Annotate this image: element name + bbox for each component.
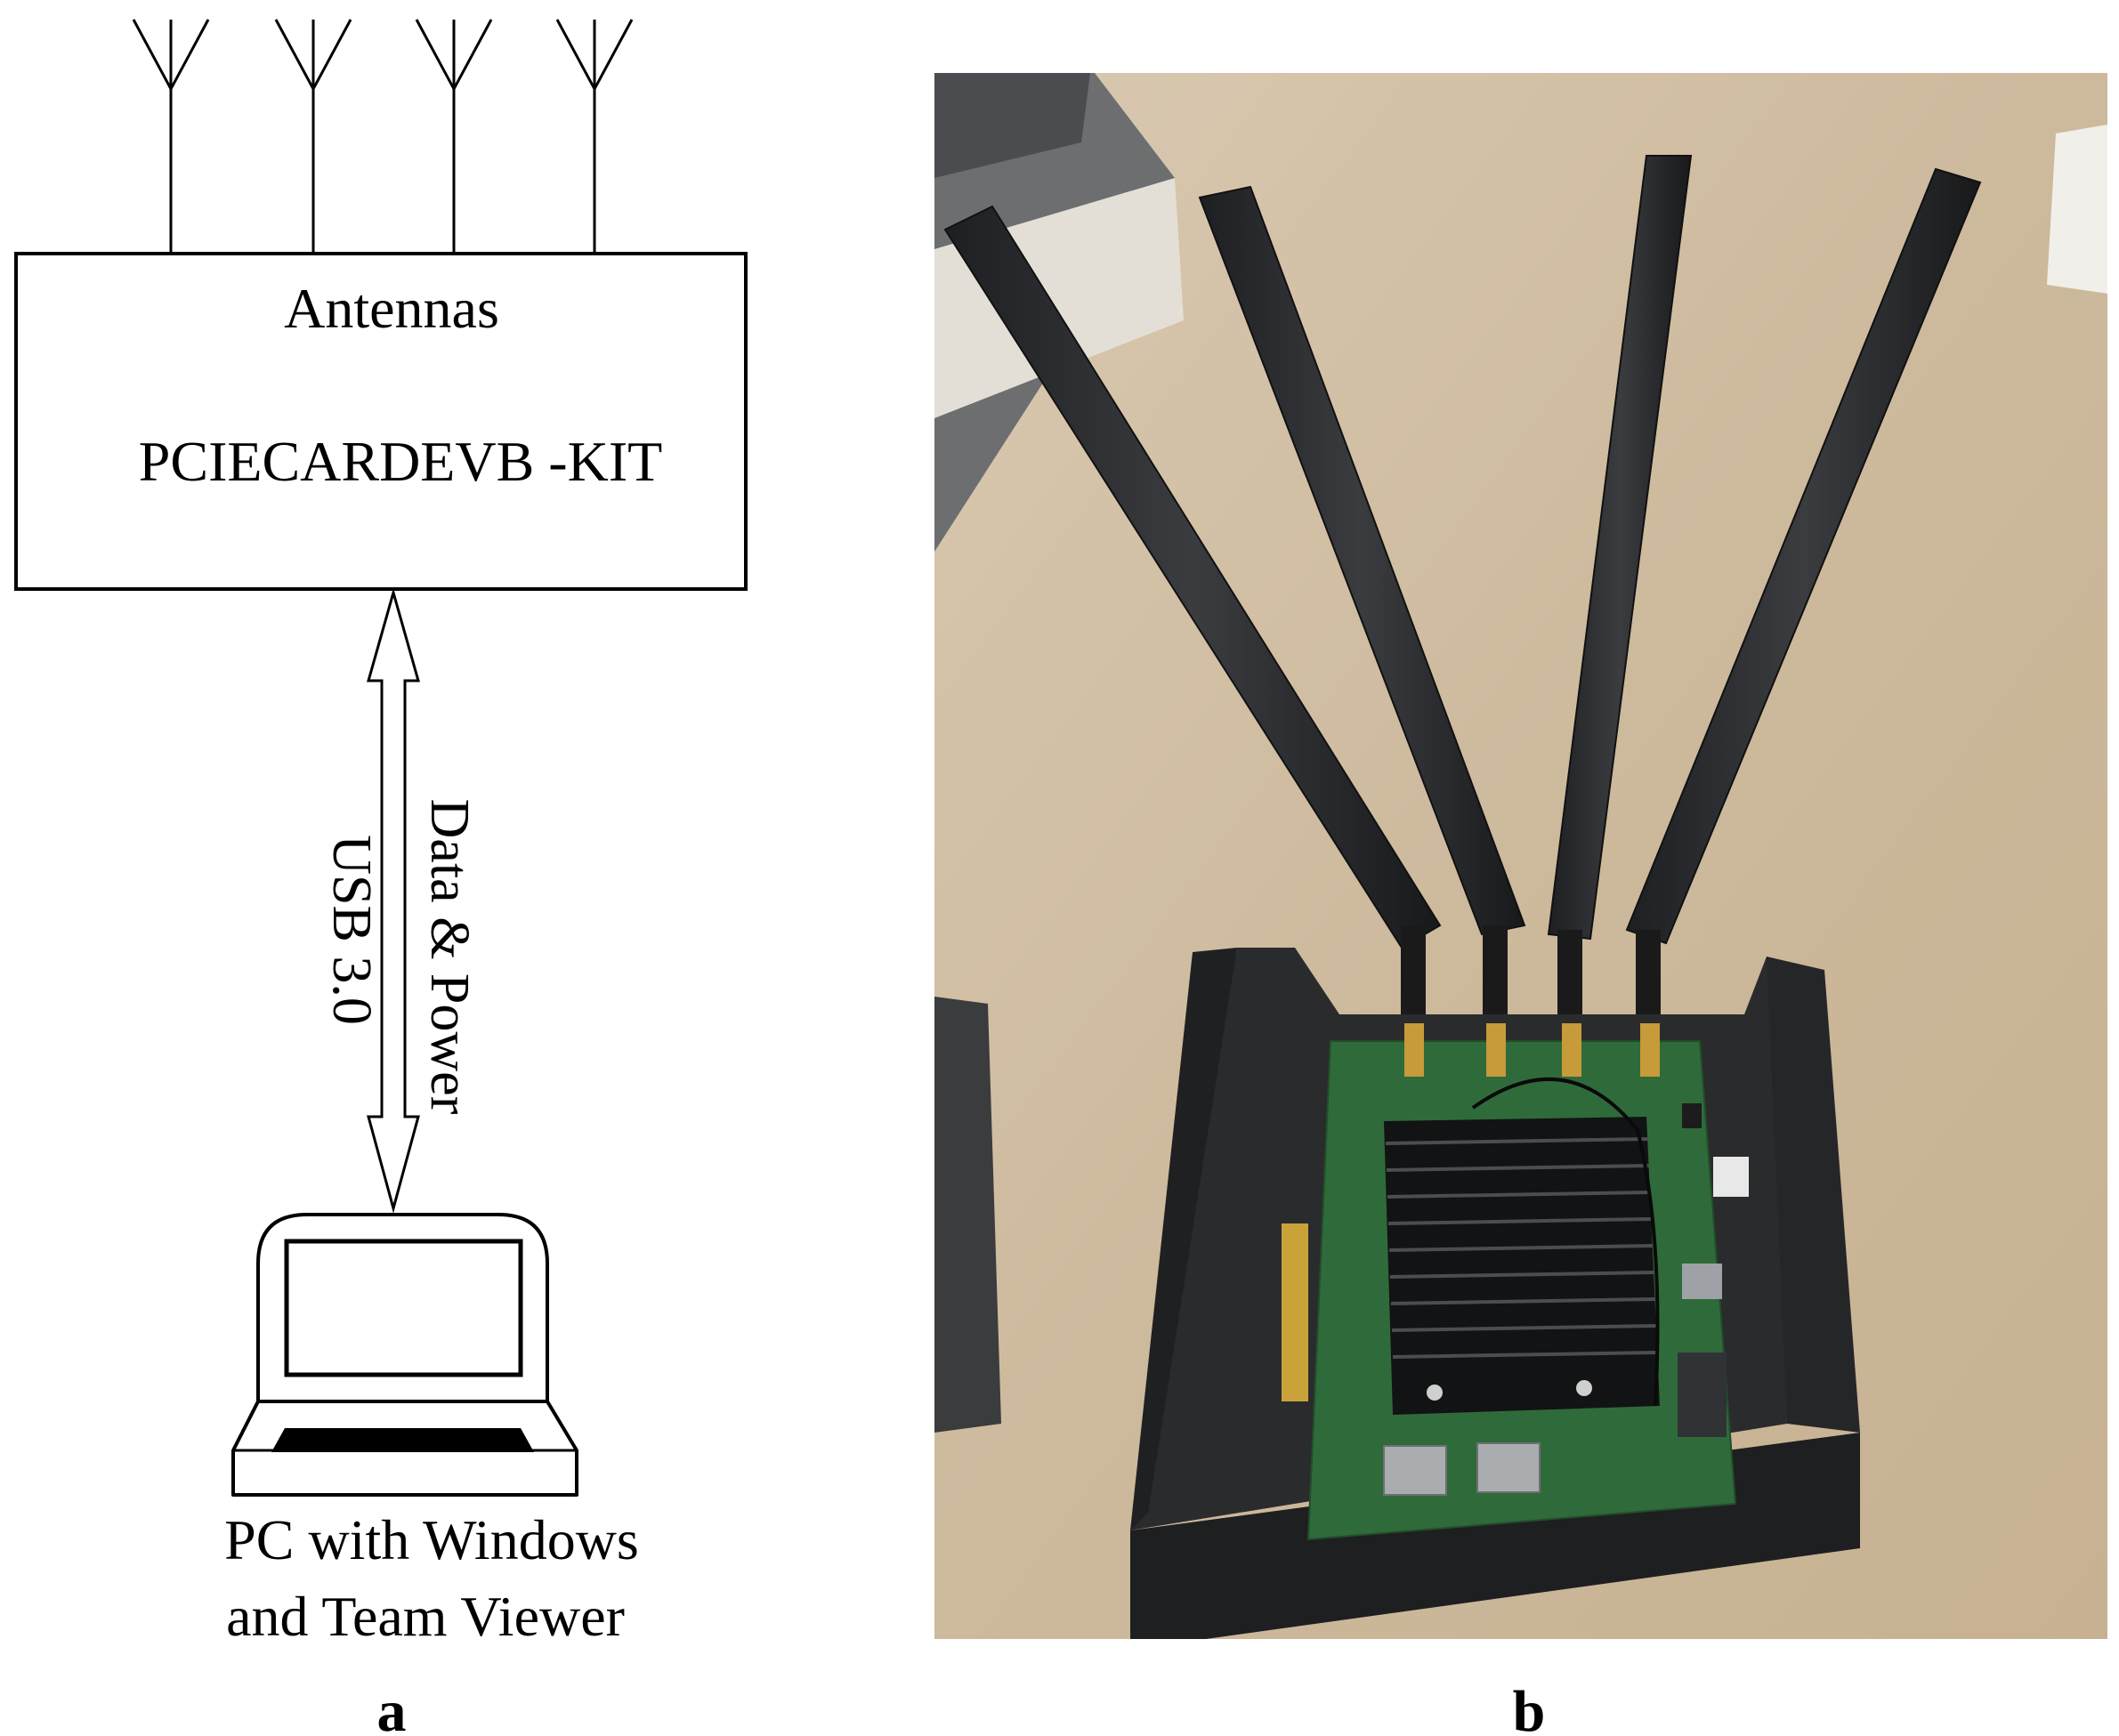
laptop-icon xyxy=(231,1213,578,1497)
panel-b: b xyxy=(934,73,2107,1736)
panel-letter-b: b xyxy=(1513,1679,1546,1736)
pc-label-line2: and Team Viewer xyxy=(226,1585,625,1648)
panel-a: Antennas PCIECARDEVB -KIT USB 3.0 Data &… xyxy=(14,19,748,1736)
panel-letter-a: a xyxy=(377,1679,407,1736)
device-box xyxy=(14,252,748,591)
antenna-icon xyxy=(555,19,634,254)
bidirectional-arrow-icon xyxy=(367,587,420,1214)
antenna-icon xyxy=(132,19,210,254)
antenna-icon xyxy=(274,19,352,254)
box-label: PCIECARDEVB -KIT xyxy=(139,430,662,493)
data-power-label: Data & Power xyxy=(419,799,480,1115)
usb-label: USB 3.0 xyxy=(321,835,382,1025)
heatsink xyxy=(1384,1117,1660,1415)
pc-label-line1: PC with Windows xyxy=(224,1508,639,1571)
box-title: Antennas xyxy=(284,277,499,340)
antenna-icon xyxy=(415,19,493,254)
photo xyxy=(934,73,2107,1639)
